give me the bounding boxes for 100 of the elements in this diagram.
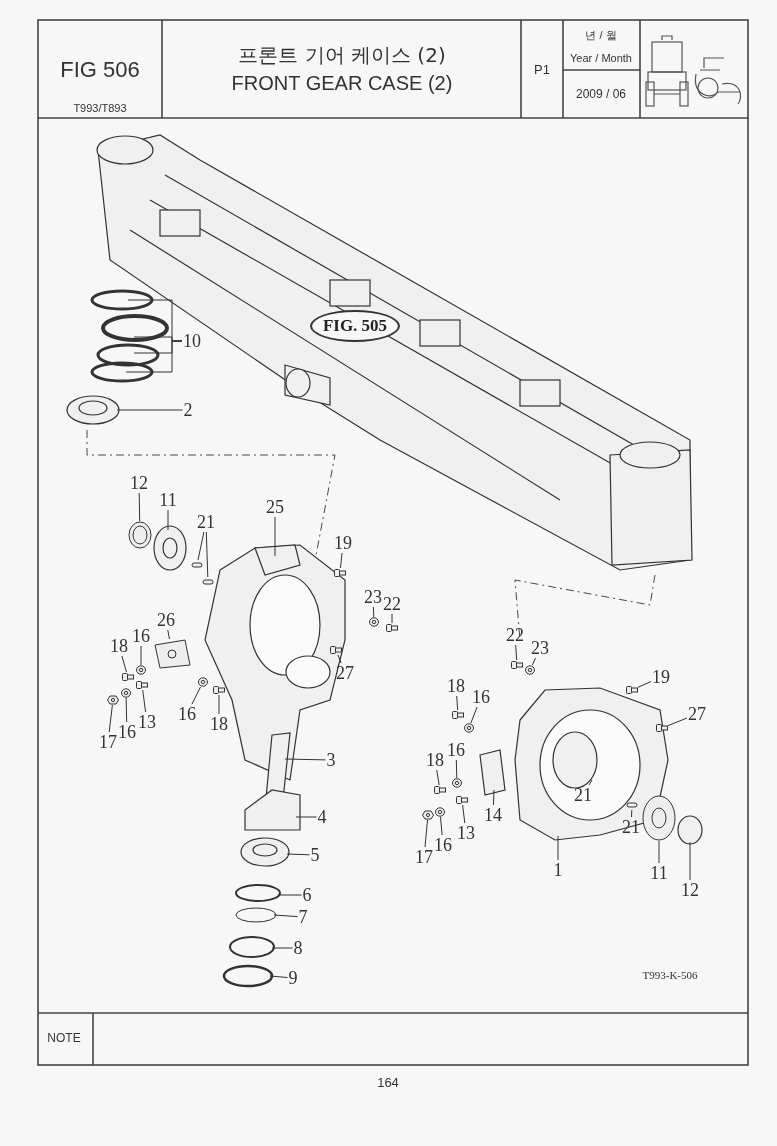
pin-icon: [191, 560, 203, 570]
callout-number: 16: [447, 741, 465, 759]
leader-line: [658, 840, 660, 864]
callout-number: 25: [266, 498, 284, 516]
leader-line: [271, 947, 293, 949]
washer-icon: [434, 807, 446, 817]
bolt-icon: [511, 660, 523, 670]
leader-line: [515, 644, 518, 661]
leader-line: [372, 606, 375, 618]
page-code: P1: [534, 62, 550, 78]
leader-line: [274, 516, 276, 557]
callout-number: 16: [472, 688, 490, 706]
callout-number: 13: [138, 713, 156, 731]
leader-line: [470, 706, 478, 724]
callout-number: 13: [457, 824, 475, 842]
leader-line: [286, 853, 310, 856]
leader-line: [689, 841, 691, 881]
bearing-icon: [642, 795, 676, 841]
washer-icon: [368, 617, 380, 627]
callout-number: 16: [434, 836, 452, 854]
bolt-icon: [213, 685, 225, 695]
leader-line: [284, 758, 326, 761]
page-number: 164: [377, 1075, 399, 1091]
leader-line: [295, 816, 317, 818]
callout-number: 7: [298, 908, 308, 926]
leader-line: [125, 697, 128, 723]
leader-line: [667, 717, 688, 727]
callout-number: 16: [118, 723, 136, 741]
ring-icon: [128, 521, 152, 549]
fig-number: FIG 506: [60, 57, 140, 83]
drawing-number: T993-K-506: [642, 968, 698, 982]
leader-line: [588, 779, 593, 786]
note-heading: NOTE: [47, 1032, 81, 1046]
leader-line: [557, 835, 559, 861]
leader-line: [197, 531, 205, 561]
pin-icon: [202, 577, 214, 587]
washer-icon: [120, 688, 132, 698]
leader-line: [269, 975, 288, 978]
callout-number: 18: [426, 751, 444, 769]
leader-line: [191, 686, 201, 705]
leader-line: [531, 657, 536, 666]
callout-number: 23: [364, 588, 382, 606]
callout-number: 1: [553, 861, 563, 879]
bracket-icon: [153, 639, 191, 669]
callout-number: 22: [383, 595, 401, 613]
callout-number: 12: [681, 881, 699, 899]
callout-number: 19: [334, 534, 352, 552]
leader-line: [138, 492, 141, 522]
callout-number: 21: [197, 513, 215, 531]
callout-number: 5: [310, 846, 320, 864]
callout-number: 18: [447, 677, 465, 695]
bolt-icon: [334, 568, 346, 578]
leader-line: [340, 552, 343, 569]
leader-line: [462, 804, 466, 824]
nut-icon: [107, 695, 119, 705]
callout-number: 19: [652, 668, 670, 686]
callout-number: 12: [130, 474, 148, 492]
callout-number: 14: [484, 806, 502, 824]
leader-line: [142, 689, 147, 713]
callout-number: 16: [132, 627, 150, 645]
drawing-title: FRONT GEAR CASE (2): [231, 72, 453, 94]
callout-number: 11: [159, 491, 177, 509]
drawing-title: 프론트 기어 케이스 (2): [238, 44, 446, 66]
leader-line: [167, 509, 169, 531]
bolt-icon: [136, 680, 148, 690]
leader-line: [391, 613, 393, 624]
pin-icon: [626, 800, 638, 810]
callout-number: 2: [183, 401, 193, 419]
bolt-icon: [626, 685, 638, 695]
leader-line: [436, 769, 440, 786]
date-value: 2009 / 06: [576, 88, 626, 102]
callout-number: 27: [688, 705, 706, 723]
leader-line: [273, 914, 298, 918]
model-number: T993/T893: [73, 101, 127, 115]
callout-number: 17: [99, 733, 117, 751]
callout-number: 6: [302, 886, 312, 904]
leader-line: [218, 694, 220, 715]
leader-line: [125, 340, 183, 373]
callout-number: 3: [326, 751, 336, 769]
leader-line: [337, 654, 342, 664]
callout-number: 22: [506, 626, 524, 644]
washer-icon: [451, 778, 463, 788]
bolt-icon: [456, 795, 468, 805]
bolt-icon: [452, 710, 464, 720]
callout-number: 16: [178, 705, 196, 723]
date-heading: Year / Month: [570, 51, 632, 65]
date-heading: 년 / 월: [585, 28, 617, 42]
washer-icon: [197, 677, 209, 687]
nut-icon: [422, 810, 434, 820]
leader-line: [492, 789, 495, 806]
leader-line: [167, 629, 170, 640]
leader-line: [121, 655, 127, 673]
callout-number: 17: [415, 848, 433, 866]
leader-line: [440, 816, 443, 836]
washer-icon: [463, 723, 475, 733]
callout-number: 4: [317, 808, 327, 826]
leader-line: [108, 704, 113, 733]
bolt-icon: [434, 785, 446, 795]
bolt-icon: [656, 723, 668, 733]
washer-icon: [524, 665, 536, 675]
